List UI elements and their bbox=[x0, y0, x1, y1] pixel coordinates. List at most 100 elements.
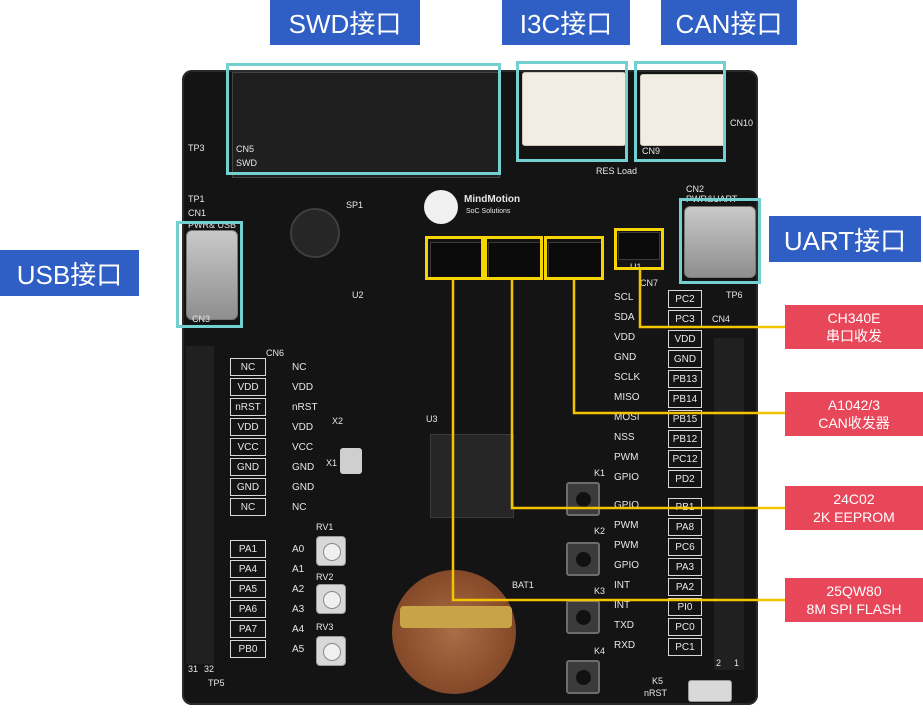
x2-silk: X2 bbox=[332, 416, 344, 426]
usb-highlight bbox=[176, 221, 243, 328]
cn5-silk: CN5 bbox=[236, 144, 255, 154]
swd-silk: SWD bbox=[236, 158, 257, 168]
ic-24c02 bbox=[430, 242, 484, 278]
right-header-pin: VDD bbox=[668, 330, 702, 348]
swd-connector bbox=[232, 72, 500, 178]
left-header-pin-right: NC bbox=[292, 362, 307, 373]
button-k4[interactable] bbox=[566, 660, 600, 694]
right-func-label: INT bbox=[614, 600, 631, 611]
cn7-silk: CN7 bbox=[640, 278, 659, 288]
left-header-pin: NC bbox=[230, 498, 266, 516]
left-header-pin: NC bbox=[230, 358, 266, 376]
k2-silk: K2 bbox=[594, 526, 606, 536]
k5-silk: K5 bbox=[652, 676, 664, 686]
right-header-pin: PA8 bbox=[668, 518, 702, 536]
reset-button[interactable] bbox=[688, 680, 732, 702]
callout-flash-line1: 25QW80 bbox=[826, 583, 882, 599]
i3c-connector bbox=[522, 72, 626, 146]
pin-num-32: 32 bbox=[204, 664, 215, 674]
right-func-label: MOSI bbox=[614, 412, 640, 423]
pin-num-1: 1 bbox=[734, 658, 740, 668]
mindmotion-logo bbox=[424, 190, 458, 224]
left-header-pin-right: nRST bbox=[292, 402, 318, 413]
callout-can-line2: CAN收发器 bbox=[818, 415, 890, 431]
right-header-pin: PD2 bbox=[668, 470, 702, 488]
brand-sub: SoC Solutions bbox=[466, 208, 511, 215]
right-func-label: NSS bbox=[614, 432, 635, 443]
left-pin-header bbox=[186, 346, 214, 664]
right-header-pin: PC6 bbox=[668, 538, 702, 556]
can-transceiver-highlight bbox=[544, 236, 604, 280]
button-k2[interactable] bbox=[566, 542, 600, 576]
ic-25qw80 bbox=[488, 242, 542, 278]
can-highlight bbox=[634, 61, 726, 162]
right-header-pin: PI0 bbox=[668, 598, 702, 616]
right-func-label: PWM bbox=[614, 540, 639, 551]
analog-pin: PA7 bbox=[230, 620, 266, 638]
battery-clip bbox=[400, 606, 512, 628]
uart-interface-label: UART接口 bbox=[769, 216, 921, 262]
cn9-silk: CN9 bbox=[642, 146, 661, 156]
tp1-silk: TP1 bbox=[188, 194, 205, 204]
right-pin-header bbox=[714, 338, 744, 670]
tp3-silk: TP3 bbox=[188, 143, 205, 153]
uart-usb-connector bbox=[684, 206, 756, 278]
left-header-pin-right: VDD bbox=[292, 422, 314, 433]
flash-highlight bbox=[425, 236, 484, 280]
right-func-label: GPIO bbox=[614, 500, 640, 511]
left-header-pin: VDD bbox=[230, 378, 266, 396]
line-flash bbox=[451, 280, 785, 602]
analog-pin: PB0 bbox=[230, 640, 266, 658]
callout-ch340e: CH340E 串口收发 bbox=[785, 305, 923, 349]
analog-label: A4 bbox=[292, 624, 305, 635]
ic-ch340e bbox=[618, 232, 660, 260]
right-func-label: SCL bbox=[614, 292, 634, 303]
right-func-label: SCLK bbox=[614, 372, 641, 383]
rv1-silk: RV1 bbox=[316, 522, 334, 532]
right-header-pin: PC1 bbox=[668, 638, 702, 656]
rv2-silk: RV2 bbox=[316, 572, 334, 582]
pwr-usb-silk: PWR& USB bbox=[188, 220, 237, 230]
button-k3[interactable] bbox=[566, 600, 600, 634]
left-header-pin: VDD bbox=[230, 418, 266, 436]
analog-label: A5 bbox=[292, 644, 305, 655]
callout-ch340e-line2: 串口收发 bbox=[826, 328, 882, 344]
right-header-pin: GND bbox=[668, 350, 702, 368]
cn3-silk: CN3 bbox=[192, 314, 211, 324]
button-k1[interactable] bbox=[566, 482, 600, 516]
right-header-pin: PC0 bbox=[668, 618, 702, 636]
callout-eeprom: 24C02 2K EEPROM bbox=[785, 486, 923, 530]
pin-num-31: 31 bbox=[188, 664, 199, 674]
right-func-label: RXD bbox=[614, 640, 636, 651]
analog-label: A0 bbox=[292, 544, 305, 555]
analog-pin: PA4 bbox=[230, 560, 266, 578]
left-header-pin-right: VCC bbox=[292, 442, 314, 453]
eeprom-highlight bbox=[484, 236, 543, 280]
tp6-silk: TP6 bbox=[726, 290, 743, 300]
callout-can-transceiver: A1042/3 CAN收发器 bbox=[785, 392, 923, 436]
callout-flash-line2: 8M SPI FLASH bbox=[806, 601, 902, 617]
left-header-pin-right: NC bbox=[292, 502, 307, 513]
left-header-pin-right: VDD bbox=[292, 382, 314, 393]
right-header-pin: PB15 bbox=[668, 410, 702, 428]
left-header-pin: nRST bbox=[230, 398, 266, 416]
left-header-pin: GND bbox=[230, 478, 266, 496]
right-func-label: PWM bbox=[614, 452, 639, 463]
right-header-pin: PB13 bbox=[668, 370, 702, 388]
callout-can-line1: A1042/3 bbox=[827, 397, 881, 413]
cn1-silk: CN1 bbox=[188, 208, 207, 218]
buzzer bbox=[290, 208, 340, 258]
i3c-interface-label: I3C接口 bbox=[502, 0, 630, 45]
callout-ch340e-line1: CH340E bbox=[827, 310, 881, 326]
right-header-pin: PA2 bbox=[668, 578, 702, 596]
right-func-label: GPIO bbox=[614, 472, 640, 483]
uart-highlight bbox=[679, 198, 761, 284]
right-header-pin: PB12 bbox=[668, 430, 702, 448]
x1-silk: X1 bbox=[326, 458, 338, 468]
right-func-label: TXD bbox=[614, 620, 634, 631]
k4-silk: K4 bbox=[594, 646, 606, 656]
k1-silk: K1 bbox=[594, 468, 606, 478]
line-can-transceiver bbox=[572, 280, 785, 415]
usb-connector bbox=[186, 230, 238, 320]
left-header-pin: GND bbox=[230, 458, 266, 476]
